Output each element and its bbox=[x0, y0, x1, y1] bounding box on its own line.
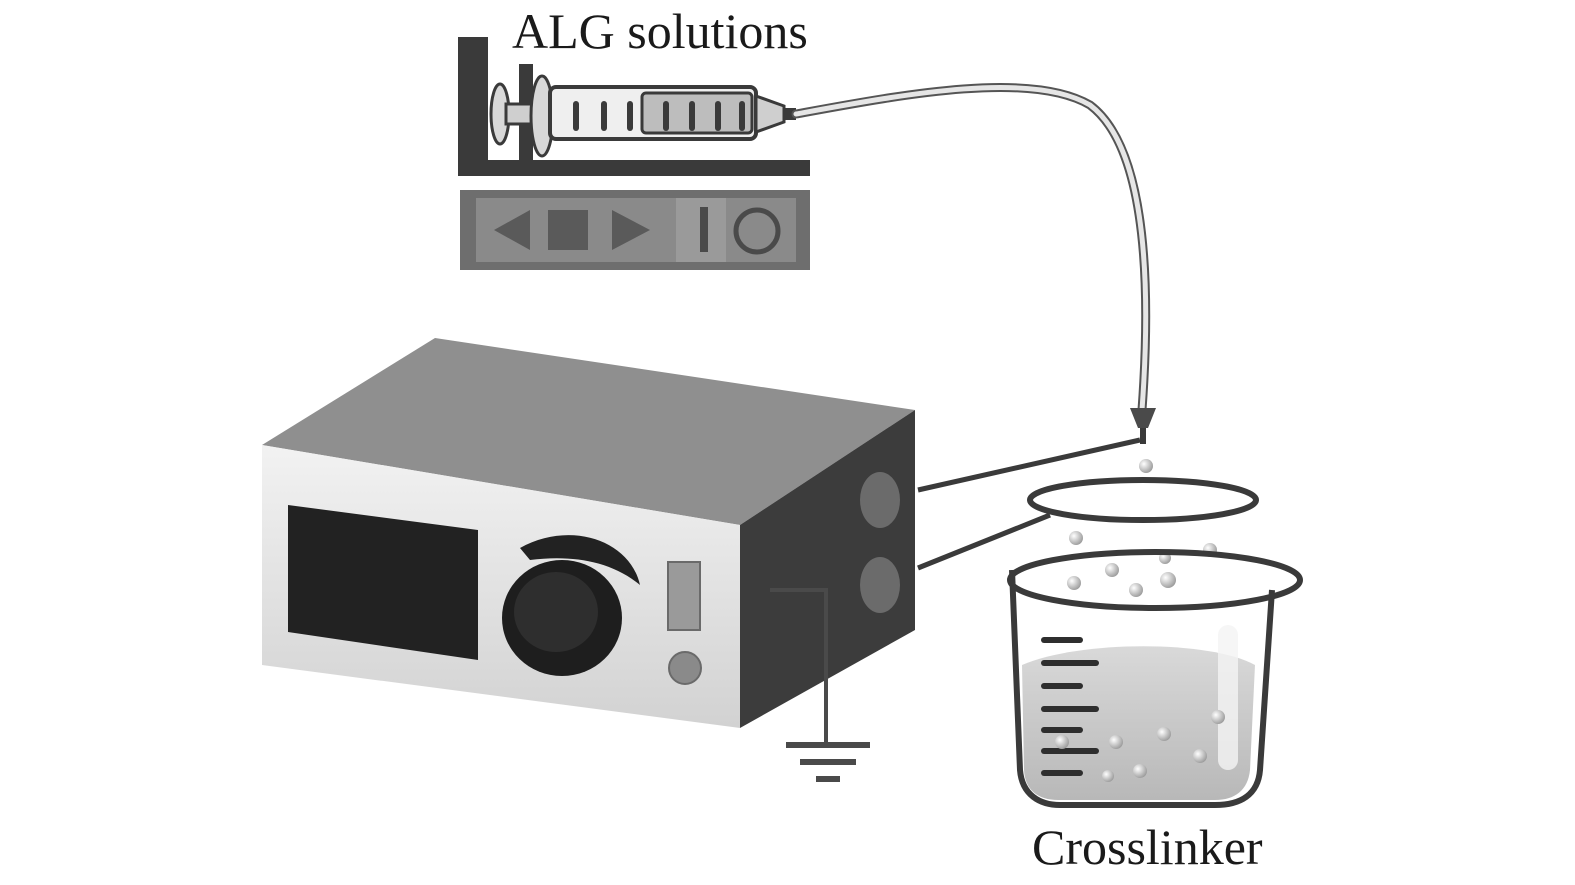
needle-icon bbox=[1130, 408, 1156, 473]
falling-beads bbox=[1069, 531, 1217, 564]
tubing bbox=[791, 83, 1151, 415]
syringe-pump-icon bbox=[458, 37, 810, 270]
syringe-solution-label: ALG solutions bbox=[512, 3, 808, 59]
ground-symbol-icon bbox=[770, 588, 870, 782]
ring-electrode-icon bbox=[1027, 477, 1259, 523]
high-voltage-power-supply-icon bbox=[262, 338, 915, 728]
beaker-icon bbox=[1007, 549, 1303, 808]
bath-label: Crosslinker bbox=[1032, 819, 1263, 875]
wires bbox=[917, 437, 1141, 571]
